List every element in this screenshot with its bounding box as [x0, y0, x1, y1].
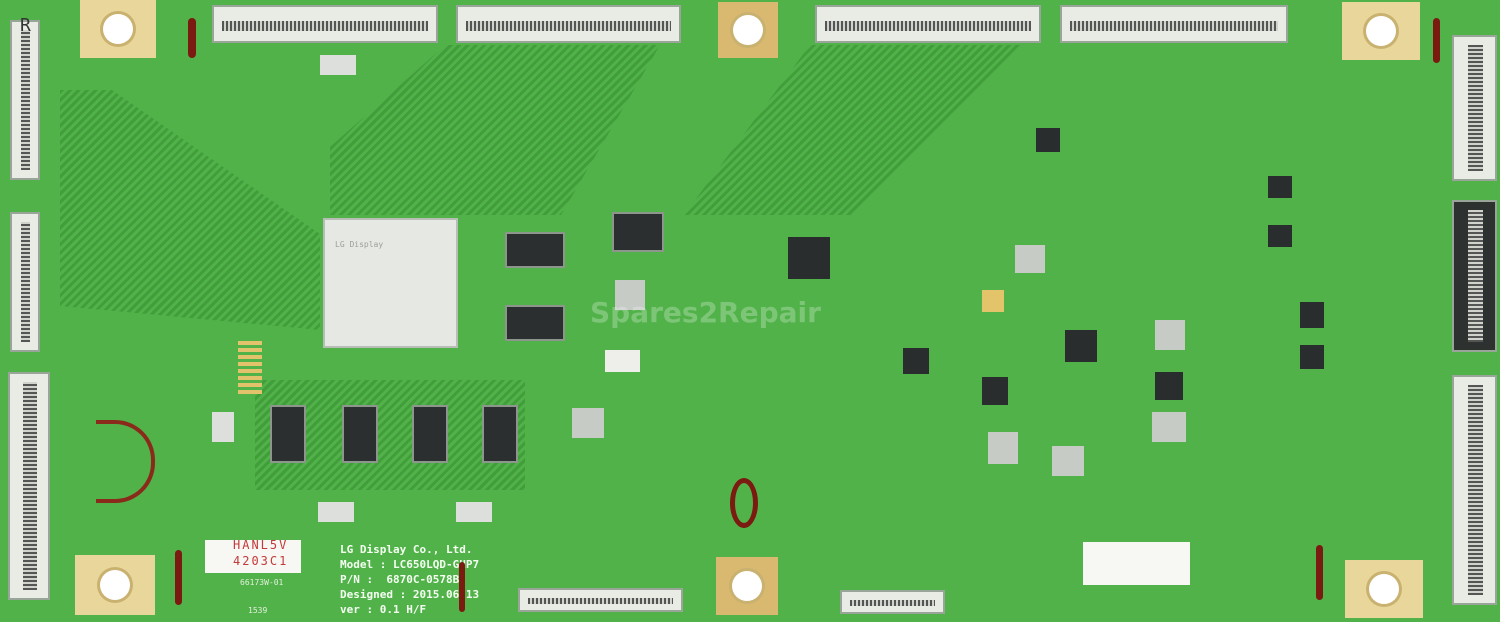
- side-connector: [10, 212, 40, 352]
- mounting-pad: [716, 557, 778, 615]
- chip-marking: LG Display: [335, 240, 384, 249]
- inductor: [988, 432, 1018, 464]
- ic-chip: [903, 348, 929, 374]
- ic-chip: [1036, 128, 1060, 152]
- sticker-label: HANL5V 4203C1: [205, 538, 301, 573]
- marker-mark: [175, 550, 182, 605]
- side-connector: [1452, 35, 1497, 181]
- ic-chip: [1268, 176, 1292, 198]
- trace-bundle: [330, 45, 660, 215]
- ic-chip: [1300, 345, 1324, 369]
- inductor: [1052, 446, 1084, 476]
- ffc-connector: [815, 5, 1041, 43]
- sticker-line-1: HANL5V: [233, 538, 289, 552]
- model-text: Model : LC650LQD-GHP7: [340, 558, 480, 571]
- inductor: [615, 280, 645, 310]
- capacitor: [456, 502, 492, 522]
- ic-chip: [1300, 302, 1324, 328]
- memory-chip: [412, 405, 448, 463]
- marker-mark: [1316, 545, 1323, 600]
- ffc-connector: [518, 588, 683, 612]
- batch-number: 1539: [248, 606, 268, 615]
- memory-chip: [342, 405, 378, 463]
- ic-chip: [788, 237, 830, 279]
- ic-chip: [1065, 330, 1097, 362]
- watermark: Spares2Repair: [590, 296, 821, 329]
- capacitor: [605, 350, 640, 372]
- memory-chip: [505, 305, 565, 341]
- side-connector: [8, 372, 50, 600]
- marker-mark: [188, 18, 196, 58]
- side-connector: [10, 20, 40, 180]
- part-number-text: P/N : 6870C-0578B: [340, 573, 460, 586]
- mounting-pad: [75, 555, 155, 615]
- marker-mark: [1433, 18, 1440, 63]
- marker-mark: [459, 562, 465, 612]
- mounting-pad: [1345, 560, 1423, 618]
- test-points: [238, 338, 262, 394]
- corner-mark: R: [20, 15, 31, 36]
- ic-chip: [982, 377, 1008, 405]
- trace-bundle: [60, 90, 320, 330]
- inductor: [1015, 245, 1045, 273]
- test-pad: [982, 290, 1004, 312]
- ffc-connector: [212, 5, 438, 43]
- capacitor: [212, 412, 234, 442]
- side-connector: [1452, 375, 1497, 605]
- ic-chip: [1155, 372, 1183, 400]
- ffc-connector: [840, 590, 945, 614]
- main-processor-chip: LG Display: [323, 218, 458, 348]
- memory-chip: [505, 232, 565, 268]
- ffc-connector: [1060, 5, 1288, 43]
- sticker-line-2: 4203C1: [233, 554, 289, 568]
- capacitor: [320, 55, 356, 75]
- manufacturer-text: LG Display Co., Ltd.: [340, 543, 473, 556]
- inductor: [572, 408, 604, 438]
- capacitor: [318, 502, 354, 522]
- ic-chip: [612, 212, 664, 252]
- blank-label: [1083, 542, 1190, 585]
- mounting-pad: [718, 2, 778, 58]
- memory-chip: [482, 405, 518, 463]
- marker-scribble: [96, 420, 155, 503]
- marker-scribble: [730, 478, 758, 528]
- version-text: ver : 0.1 H/F: [340, 603, 427, 616]
- mounting-pad: [80, 0, 156, 58]
- power-connector: [1452, 200, 1497, 352]
- inductor: [1155, 320, 1185, 350]
- inductor: [1152, 412, 1186, 442]
- ic-chip: [1268, 225, 1292, 247]
- mounting-pad: [1342, 2, 1420, 60]
- memory-chip: [270, 405, 306, 463]
- trace-bundle: [684, 45, 1020, 215]
- board-code: 66173W-01: [240, 578, 284, 587]
- ffc-connector: [456, 5, 681, 43]
